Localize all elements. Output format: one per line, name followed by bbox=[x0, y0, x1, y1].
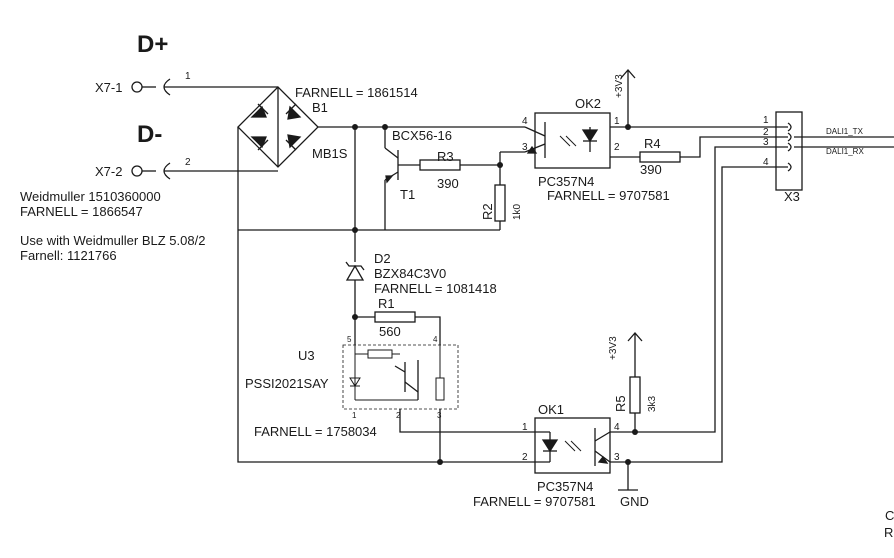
r4-value: 390 bbox=[640, 162, 662, 177]
resistor-r4 bbox=[639, 151, 681, 163]
gnd-label: GND bbox=[620, 494, 649, 509]
r1-ref: R1 bbox=[378, 296, 395, 311]
x7-1-label: X7-1 bbox=[95, 80, 122, 95]
ic-u3 bbox=[342, 344, 459, 410]
r4-ref: R4 bbox=[644, 136, 661, 151]
d-plus-label: D+ bbox=[137, 31, 168, 58]
dali-rx-label: DALI1_RX bbox=[826, 147, 864, 156]
junction-dots bbox=[352, 124, 638, 465]
weidmuller-farnell: FARNELL = 1866547 bbox=[20, 204, 143, 219]
connector-x3 bbox=[760, 111, 803, 191]
wire-x3-pin4-ok1 bbox=[610, 166, 760, 463]
b1-ref: B1 bbox=[312, 100, 328, 115]
ok1-pin3: 3 bbox=[614, 452, 620, 463]
u3-pin1: 1 bbox=[352, 411, 357, 420]
r2-ref: R2 bbox=[480, 203, 495, 220]
ground-symbol bbox=[618, 462, 638, 491]
optocoupler-ok1 bbox=[525, 417, 611, 474]
r3-ref: R3 bbox=[437, 149, 454, 164]
u3-farnell: FARNELL = 1758034 bbox=[254, 424, 377, 439]
supply-3v3-top bbox=[620, 69, 636, 127]
transistor-t1 bbox=[384, 127, 420, 230]
r2-value: 1k0 bbox=[512, 203, 523, 220]
use-with-note: Use with Weidmuller BLZ 5.08/2 bbox=[20, 233, 205, 248]
r5-value: 3k3 bbox=[647, 395, 658, 412]
d-minus-label: D- bbox=[137, 121, 162, 148]
x7-2-label: X7-2 bbox=[95, 164, 122, 179]
ok1-pin4: 4 bbox=[614, 422, 620, 433]
x3-pin2: 2 bbox=[763, 127, 769, 138]
wire-bridge-minus bbox=[237, 127, 525, 463]
r1-value: 560 bbox=[379, 324, 401, 339]
x3-pin1: 1 bbox=[763, 115, 769, 126]
weidmuller-part: Weidmuller 1510360000 bbox=[20, 189, 161, 204]
v33-top-label: +3V3 bbox=[614, 74, 625, 98]
t1-ref: T1 bbox=[400, 187, 415, 202]
ok2-part: PC357N4 bbox=[538, 174, 594, 189]
x3-pin4: 4 bbox=[763, 157, 769, 168]
optocoupler-ok2 bbox=[524, 112, 611, 169]
ok1-pin1: 1 bbox=[522, 422, 528, 433]
use-with-farnell: Farnell: 1121766 bbox=[20, 248, 117, 263]
ok1-part: PC357N4 bbox=[537, 479, 593, 494]
ok2-pin4: 4 bbox=[522, 116, 528, 127]
wire-x3-pin3-ok1 bbox=[610, 146, 760, 433]
resistor-r5 bbox=[629, 376, 641, 414]
ok2-pin1: 1 bbox=[614, 116, 620, 127]
edge-text-c: C bbox=[885, 508, 894, 523]
b1-farnell: FARNELL = 1861514 bbox=[295, 85, 418, 100]
zener-d2 bbox=[345, 261, 365, 281]
ok2-pin3: 3 bbox=[522, 142, 528, 153]
dali-tx-label: DALI1_TX bbox=[826, 127, 864, 136]
wire-r1-right bbox=[415, 316, 441, 345]
ok2-pin2: 2 bbox=[614, 142, 620, 153]
u3-pin2: 2 bbox=[396, 411, 401, 420]
x7-pin1-label: 1 bbox=[185, 71, 191, 82]
u3-pin4: 4 bbox=[433, 335, 438, 344]
resistor-r1 bbox=[374, 311, 416, 323]
x7-pin2-label: 2 bbox=[185, 157, 191, 168]
ok1-pin2: 2 bbox=[522, 452, 528, 463]
d2-part: BZX84C3V0 bbox=[374, 266, 446, 281]
u3-part: PSSI2021SAY bbox=[245, 376, 329, 391]
resistor-r2 bbox=[494, 184, 506, 222]
x3-pin3: 3 bbox=[763, 137, 769, 148]
edge-text-r: R bbox=[884, 525, 893, 540]
wire-r4-x3 bbox=[680, 136, 760, 158]
t1-part: BCX56-16 bbox=[392, 128, 452, 143]
x3-ref: X3 bbox=[784, 189, 800, 204]
ok1-farnell: FARNELL = 9707581 bbox=[473, 494, 596, 509]
v33-mid-label: +3V3 bbox=[608, 336, 619, 360]
ok2-ref: OK2 bbox=[575, 96, 601, 111]
d2-ref: D2 bbox=[374, 251, 391, 266]
ok1-ref: OK1 bbox=[538, 402, 564, 417]
d2-farnell: FARNELL = 1081418 bbox=[374, 281, 497, 296]
ok2-farnell: FARNELL = 9707581 bbox=[547, 188, 670, 203]
r3-value: 390 bbox=[437, 176, 459, 191]
wire-u3-ok1 bbox=[399, 409, 525, 433]
supply-3v3-mid bbox=[627, 332, 643, 377]
bridge-rectifier-b1 bbox=[237, 86, 319, 168]
b1-part: MB1S bbox=[312, 146, 348, 161]
u3-pin5: 5 bbox=[347, 335, 352, 344]
r5-ref: R5 bbox=[613, 395, 628, 412]
u3-ref: U3 bbox=[298, 348, 315, 363]
